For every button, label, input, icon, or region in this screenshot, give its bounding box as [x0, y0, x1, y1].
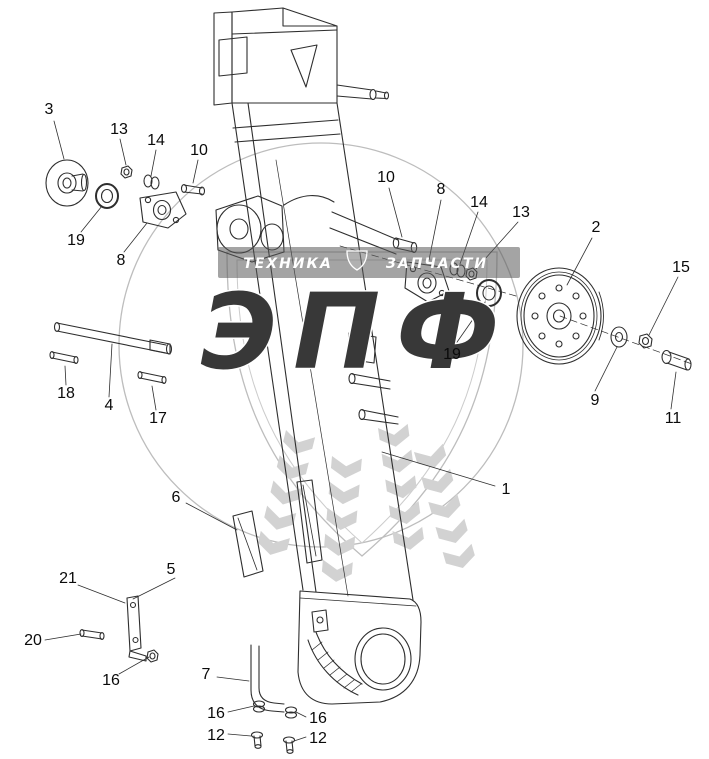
pulley-part2: [516, 267, 604, 365]
leader-lines: [44, 120, 679, 742]
machine-drawing: [44, 7, 693, 754]
watermark-band-left-text: ТЕХНИКА: [243, 256, 333, 272]
bearing-part19-right: [476, 279, 502, 307]
nut-part16-upper: [146, 649, 159, 663]
watermark-title-text: ЭПФ: [201, 271, 516, 393]
nut-part13-left: [120, 165, 133, 179]
bottom-housing: [297, 590, 422, 705]
bolt-part11: [661, 349, 692, 371]
rod-part4: [53, 321, 173, 355]
watermark-band-right-text: ЗАПЧАСТИ: [386, 256, 488, 272]
pin-part20: [79, 628, 105, 641]
wheat-chevrons-icon: [255, 423, 478, 584]
bracket-part5: [126, 595, 147, 662]
nut-part15: [638, 333, 653, 349]
bolt-part12-right: [282, 736, 296, 754]
washer-part9: [610, 326, 628, 348]
main-boom: [215, 102, 414, 601]
bolt-part12-left: [250, 731, 264, 749]
bearing-part19-left: [95, 183, 119, 209]
watermark-shield: [118, 142, 524, 584]
flange-part8-left: [139, 191, 187, 229]
washers-part14-left: [143, 174, 160, 190]
strip-part6: [232, 510, 264, 578]
top-bracket: [213, 7, 390, 106]
washer-part16-left: [252, 700, 266, 713]
watermark-band: ТЕХНИКА ЗАПЧАСТИ: [218, 247, 520, 278]
pin-part17: [137, 370, 167, 385]
washer-part16-right: [284, 706, 298, 719]
roller-disc-part3: [45, 159, 89, 207]
pin-part10-left: [180, 183, 206, 196]
u-bolt-part7: [250, 644, 285, 713]
band-emblem-icon: [346, 250, 368, 271]
pin-part18: [49, 350, 79, 365]
